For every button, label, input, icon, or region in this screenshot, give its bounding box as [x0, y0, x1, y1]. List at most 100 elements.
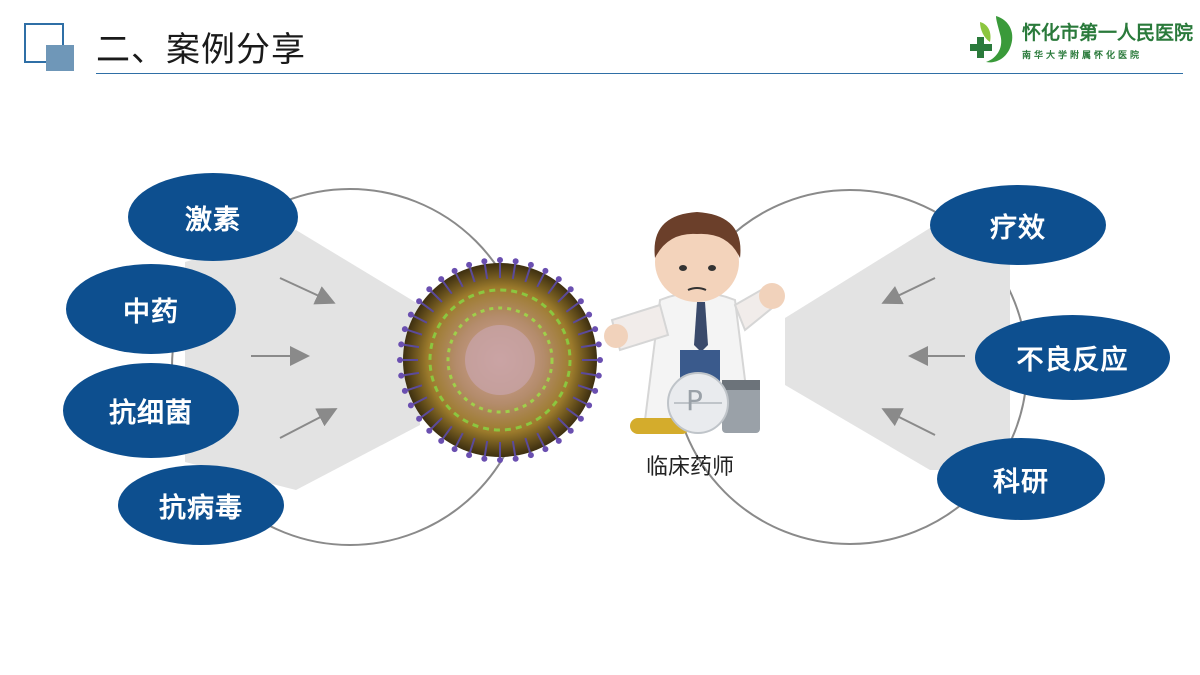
- title-decoration-inner: [46, 45, 74, 71]
- slide-title: 二、案例分享: [96, 30, 306, 70]
- virus-spike-tip: [567, 427, 574, 434]
- virus-spike: [524, 437, 532, 456]
- virus-spike: [557, 417, 572, 432]
- pill-badge-letter: P: [686, 384, 703, 417]
- virus-spike: [428, 288, 443, 303]
- virus-spike-tip: [401, 326, 408, 333]
- outcome-pill-label: 科研: [993, 466, 1049, 498]
- arrow-icon: [881, 277, 936, 305]
- virus-spike-tip: [497, 457, 503, 463]
- virus-spike-tip: [426, 427, 433, 434]
- virus-spike-tip: [512, 258, 519, 265]
- virus-spike-tip: [466, 452, 473, 459]
- virus-spike-tip: [407, 402, 414, 409]
- virus-spike-tip: [595, 372, 602, 379]
- virus-spike-tip: [438, 276, 445, 283]
- virus-spike-tip: [481, 455, 488, 462]
- factor-pill-antibacterial: 抗细菌: [63, 363, 239, 458]
- virus-spike-tip: [466, 261, 473, 268]
- virus-spike-tip: [595, 341, 602, 348]
- virus-spike-tip: [451, 446, 458, 453]
- virus-spike: [404, 384, 423, 392]
- factor-pill-label: 抗细菌: [109, 398, 193, 429]
- virus-spike-tip: [542, 446, 549, 453]
- virus-spike: [428, 417, 443, 432]
- virus-spike-tip: [586, 311, 593, 318]
- virus-spike-tip: [426, 286, 433, 293]
- virus-spike-tip: [438, 437, 445, 444]
- virus-spike-tip: [407, 311, 414, 318]
- virus-spike-tip: [586, 402, 593, 409]
- virus-spike: [440, 425, 453, 442]
- virus-spike: [453, 432, 464, 450]
- virus-spike-tip: [527, 452, 534, 459]
- factor-pill-label: 抗病毒: [159, 492, 243, 524]
- title-decoration-outer: [24, 23, 64, 63]
- outcome-pill-adverse-reaction: 不良反应: [975, 315, 1170, 400]
- outcome-pill-label: 疗效: [990, 212, 1046, 244]
- virus-spike: [483, 440, 489, 459]
- pharmacist-caption: 临床药师: [646, 455, 735, 480]
- virus-spike: [483, 261, 489, 280]
- hospital-logo-icon: [970, 16, 1013, 63]
- right-funnel: [785, 228, 1010, 470]
- virus-spike: [565, 407, 582, 420]
- virus-spike-tip: [555, 276, 562, 283]
- virus-spike-tip: [555, 437, 562, 444]
- virus-spike: [580, 343, 599, 349]
- arrow-icon: [881, 408, 936, 436]
- virus-spike: [453, 270, 464, 288]
- pharmacist-illustration: [604, 212, 785, 434]
- virus-illustration: [397, 257, 603, 463]
- virus-spike-tip: [416, 298, 423, 305]
- virus-spike-tip: [592, 326, 599, 333]
- virus-spike-tip: [597, 357, 603, 363]
- virus-spike-tip: [567, 286, 574, 293]
- virus-spike: [468, 264, 476, 283]
- virus-spike-tip: [451, 267, 458, 274]
- virus-spike-tip: [527, 261, 534, 268]
- virus-spike: [404, 328, 423, 336]
- left-funnel: [185, 230, 420, 490]
- virus-spike: [511, 261, 517, 280]
- factor-pill-label: 中药: [123, 296, 179, 328]
- virus-spike: [401, 371, 420, 377]
- hospital-logo-subtitle: 南华大学附属怀化医院: [1022, 51, 1143, 61]
- virus-spike: [524, 264, 532, 283]
- virus-spike: [572, 313, 590, 324]
- virus-spike: [557, 288, 572, 303]
- outcome-pill-research: 科研: [937, 438, 1105, 520]
- virus-spike: [418, 300, 435, 313]
- hospital-logo-name: 怀化市第一人民医院: [1022, 22, 1194, 44]
- virus-spike: [468, 437, 476, 456]
- virus-spike-tip: [512, 455, 519, 462]
- virus-spike-tip: [592, 387, 599, 394]
- arrow-icon: [279, 408, 338, 439]
- factor-pill-chinese-medicine: 中药: [66, 264, 236, 354]
- virus-spike-tip: [401, 387, 408, 394]
- virus-spike: [565, 300, 582, 313]
- factor-pill-hormone: 激素: [128, 173, 298, 261]
- virus-spike: [547, 278, 560, 295]
- virus-spike: [418, 407, 435, 420]
- virus-spike: [511, 440, 517, 459]
- factor-pill-label: 激素: [185, 204, 241, 236]
- virus-spike: [410, 396, 428, 407]
- virus-spike: [547, 425, 560, 442]
- virus-spike-tip: [398, 341, 405, 348]
- virus-spike-tip: [497, 257, 503, 263]
- virus-spike: [401, 343, 420, 349]
- virus-spike: [440, 278, 453, 295]
- outcome-pill-label: 不良反应: [1016, 345, 1129, 376]
- factor-pill-antiviral: 抗病毒: [118, 465, 284, 545]
- virus-spike-tip: [542, 267, 549, 274]
- virus-spike-tip: [416, 415, 423, 422]
- virus-spike: [572, 396, 590, 407]
- virus-spike-tip: [398, 372, 405, 379]
- virus-spike: [580, 371, 599, 377]
- virus-spike-tip: [481, 258, 488, 265]
- outcome-pill-efficacy: 疗效: [930, 185, 1106, 265]
- virus-spike-tip: [577, 415, 584, 422]
- virus-spike: [410, 313, 428, 324]
